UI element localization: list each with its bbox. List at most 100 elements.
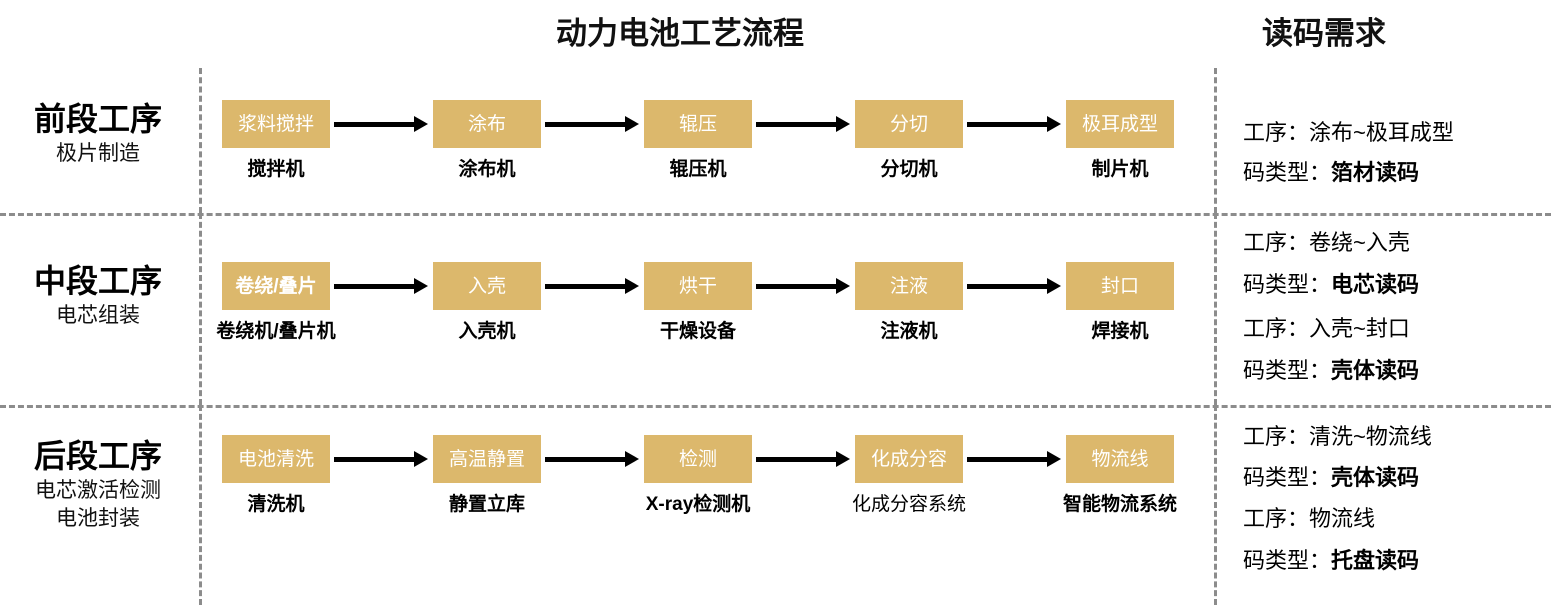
- process-node-box[interactable]: 高温静置: [433, 435, 541, 483]
- process-node-label: 极耳成型: [1081, 113, 1158, 135]
- right-divider-row2: [1214, 213, 1217, 405]
- requirement-label: 码类型：: [1243, 548, 1332, 573]
- requirement-line: 码类型：壳体读码: [1243, 358, 1419, 384]
- process-node-caption: 卷绕机/叠片机: [216, 321, 336, 342]
- requirement-label: 工序：: [1243, 230, 1310, 255]
- requirement-value: 涂布~极耳成型: [1309, 120, 1454, 145]
- process-node-label: 化成分容: [870, 448, 947, 470]
- process-node-box[interactable]: 浆料搅拌: [222, 100, 330, 148]
- flow-arrow: [334, 114, 430, 134]
- stage-label-front: 前段工序 极片制造: [0, 100, 196, 168]
- process-node-caption: 静置立库: [448, 494, 525, 515]
- right-divider-row1: [1214, 68, 1217, 213]
- requirement-label: 工序：: [1243, 120, 1310, 145]
- requirement-line: 码类型：壳体读码: [1243, 465, 1419, 491]
- process-node-box[interactable]: 烘干: [644, 262, 752, 310]
- requirement-value: 箔材读码: [1331, 160, 1420, 185]
- process-node-caption: 制片机: [1091, 159, 1149, 180]
- process-node-box[interactable]: 卷绕/叠片: [222, 262, 330, 310]
- left-divider-row3: [199, 405, 202, 605]
- process-node-caption: X-ray检测机: [645, 494, 751, 515]
- process-node-caption: 分切机: [880, 159, 938, 180]
- requirement-value: 卷绕~入壳: [1309, 230, 1410, 255]
- process-node-label: 烘干: [678, 275, 717, 297]
- left-divider-row2: [199, 213, 202, 405]
- process-node-label: 电池清洗: [237, 448, 314, 470]
- process-node-label: 涂布: [467, 113, 506, 135]
- stage-sub-back: 电芯激活检测: [35, 479, 161, 502]
- flow-arrow: [756, 114, 852, 134]
- requirement-label: 工序：: [1243, 316, 1310, 341]
- left-divider-row1: [199, 68, 202, 213]
- stage-sub-front: 极片制造: [56, 142, 140, 165]
- flow-title: 动力电池工艺流程: [556, 16, 804, 51]
- process-node-caption: 辊压机: [669, 159, 727, 180]
- requirement-value: 壳体读码: [1331, 465, 1420, 490]
- flow-arrow: [334, 449, 430, 469]
- flow-arrow: [756, 276, 852, 296]
- process-node-label: 卷绕/叠片: [235, 275, 317, 297]
- flow-arrow: [545, 449, 641, 469]
- process-node-label: 辊压: [678, 113, 717, 135]
- demand-title: 读码需求: [1262, 16, 1386, 51]
- flow-arrow: [545, 276, 641, 296]
- process-node-caption: 智能物流系统: [1062, 494, 1177, 515]
- requirement-value: 入壳~封口: [1309, 316, 1410, 341]
- process-node-caption: 注液机: [880, 321, 938, 342]
- process-node-label: 入壳: [467, 275, 506, 297]
- process-node-caption: 涂布机: [458, 159, 516, 180]
- requirement-value: 物流线: [1309, 506, 1376, 531]
- process-node-box[interactable]: 电池清洗: [222, 435, 330, 483]
- row-divider-1: [0, 213, 1551, 216]
- process-node-box[interactable]: 注液: [855, 262, 963, 310]
- process-node-caption: 入壳机: [458, 321, 516, 342]
- requirement-line: 工序：卷绕~入壳: [1243, 230, 1410, 256]
- process-node-box[interactable]: 辊压: [644, 100, 752, 148]
- flow-arrow: [967, 114, 1063, 134]
- process-node-label: 高温静置: [448, 448, 525, 470]
- flow-arrow: [545, 114, 641, 134]
- requirement-line: 工序：物流线: [1243, 506, 1375, 532]
- process-node-caption: 干燥设备: [659, 321, 736, 342]
- process-node-box[interactable]: 物流线: [1066, 435, 1174, 483]
- requirement-value: 托盘读码: [1331, 548, 1420, 573]
- process-node-label: 浆料搅拌: [237, 113, 314, 135]
- requirement-label: 码类型：: [1243, 272, 1332, 297]
- stage-name-back: 后段工序: [33, 438, 162, 474]
- stage-name-middle: 中段工序: [33, 263, 162, 299]
- stage-label-middle: 中段工序 电芯组装: [0, 262, 196, 330]
- requirement-line: 码类型：托盘读码: [1243, 548, 1419, 574]
- requirement-label: 码类型：: [1243, 160, 1332, 185]
- requirement-value: 清洗~物流线: [1309, 424, 1432, 449]
- process-node-label: 分切: [889, 113, 928, 135]
- process-node-box[interactable]: 封口: [1066, 262, 1174, 310]
- process-node-label: 物流线: [1091, 448, 1149, 470]
- flow-arrow: [967, 449, 1063, 469]
- flow-arrow: [756, 449, 852, 469]
- requirement-value: 电芯读码: [1331, 272, 1420, 297]
- process-node-caption: 搅拌机: [247, 159, 305, 180]
- flow-arrow: [967, 276, 1063, 296]
- right-divider-row3: [1214, 405, 1217, 605]
- requirement-value: 壳体读码: [1331, 358, 1420, 383]
- process-node-box[interactable]: 入壳: [433, 262, 541, 310]
- process-node-box[interactable]: 极耳成型: [1066, 100, 1174, 148]
- flow-arrow: [334, 276, 430, 296]
- requirement-line: 工序：涂布~极耳成型: [1243, 120, 1454, 146]
- process-node-box[interactable]: 检测: [644, 435, 752, 483]
- requirement-label: 码类型：: [1243, 358, 1332, 383]
- stage-sub2-back: 电池封装: [56, 507, 140, 530]
- process-node-box[interactable]: 化成分容: [855, 435, 963, 483]
- requirement-line: 码类型：箔材读码: [1243, 160, 1419, 186]
- process-node-label: 检测: [678, 448, 717, 470]
- row-divider-2: [0, 405, 1551, 408]
- process-node-box[interactable]: 涂布: [433, 100, 541, 148]
- stage-label-back: 后段工序 电芯激活检测 电池封装: [0, 437, 196, 533]
- requirement-line: 码类型：电芯读码: [1243, 272, 1419, 298]
- process-node-caption: 焊接机: [1091, 321, 1149, 342]
- requirement-label: 码类型：: [1243, 465, 1332, 490]
- process-node-label: 注液: [889, 275, 928, 297]
- stage-name-front: 前段工序: [33, 101, 162, 137]
- process-node-box[interactable]: 分切: [855, 100, 963, 148]
